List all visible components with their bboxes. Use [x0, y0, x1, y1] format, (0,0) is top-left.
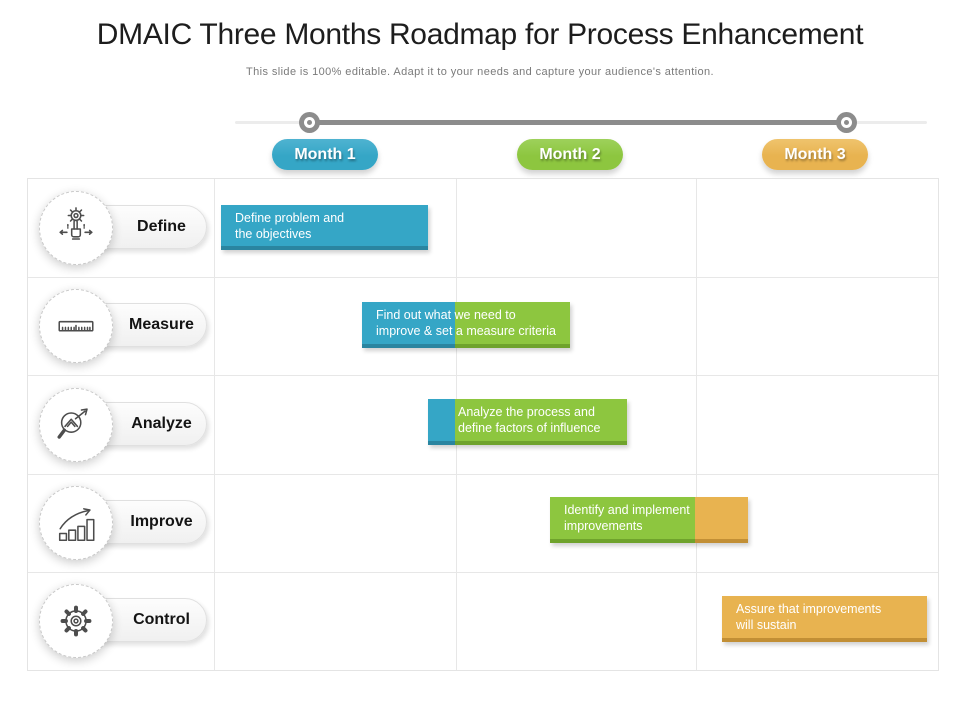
page-subtitle: This slide is 100% editable. Adapt it to…: [246, 66, 714, 78]
phase-icon-circle: [39, 388, 113, 462]
task-bar-text: Identify and implement improvements: [564, 503, 690, 533]
phase-icon-circle: [39, 191, 113, 265]
phase-icon-circle: [39, 486, 113, 560]
phase-icon-circle: [39, 289, 113, 363]
timeline-dot-start: [299, 112, 320, 133]
bar-segment-month3: [695, 497, 748, 543]
bar-segment-month2: [455, 302, 570, 348]
phase-label-text: Define: [137, 218, 186, 235]
bar-segment-month1: [362, 302, 455, 348]
phase-icon-circle: [39, 584, 113, 658]
task-bar-text: Define problem and the objectives: [235, 210, 345, 241]
grid-row-divider: [28, 474, 938, 475]
grid-row-divider: [28, 572, 938, 573]
bar-segment-month1: [221, 205, 428, 250]
task-bar-analyze: Analyze the process and define factors o…: [428, 399, 627, 445]
month-1-badge: Month 1: [272, 139, 378, 170]
hand-gear-icon: [59, 207, 93, 240]
bar-segment-month3: [722, 596, 927, 642]
phase-label-text: Improve: [130, 513, 193, 530]
task-bar-improve: Identify and implement improvements: [550, 497, 748, 543]
task-bar-text: Find out what we need to improve & set a…: [376, 308, 556, 338]
grid-column-divider: [214, 179, 215, 670]
phase-label-text: Measure: [129, 316, 194, 333]
magnifier-chart-icon: [57, 408, 88, 439]
grid-column-divider: [696, 179, 697, 670]
ruler-icon: [58, 320, 94, 332]
task-bar-text: Assure that improvements will sustain: [736, 602, 882, 632]
bar-segment-month2: [455, 399, 627, 445]
growth-bars-icon: [58, 508, 95, 542]
task-bar-control: Assure that improvements will sustain: [722, 596, 927, 642]
bar-segment-month2: [550, 497, 695, 543]
task-bar-measure: Find out what we need to improve & set a…: [362, 302, 570, 348]
bar-segment-month1: [428, 399, 455, 445]
grid-row-divider: [28, 375, 938, 376]
phase-label-text: Analyze: [131, 415, 192, 432]
month-3-badge: Month 3: [762, 139, 868, 170]
page-title: DMAIC Three Months Roadmap for Process E…: [96, 18, 864, 51]
timeline-track: [308, 120, 849, 125]
timeline-dot-end: [836, 112, 857, 133]
grid-row-divider: [28, 277, 938, 278]
phase-label-text: Control: [133, 611, 190, 628]
month-2-badge: Month 2: [517, 139, 623, 170]
gear-icon: [60, 605, 92, 637]
task-bar-text: Analyze the process and define factors o…: [458, 405, 601, 435]
task-bar-define: Define problem and the objectives: [221, 205, 428, 250]
